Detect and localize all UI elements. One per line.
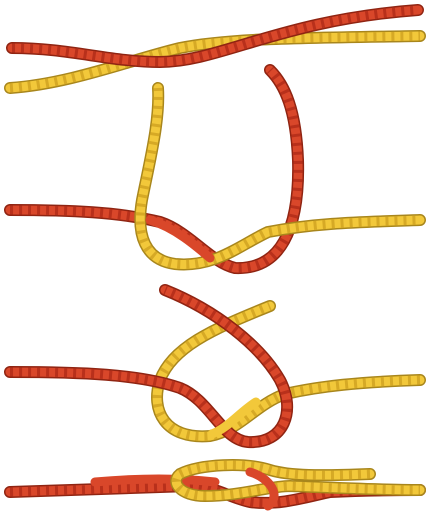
step-2-loops-interlocked — [10, 70, 420, 268]
red-rope-end — [95, 479, 215, 482]
step-1-ropes-crossed — [10, 10, 420, 88]
step-4-knot-tightened — [10, 465, 420, 506]
yellow-rope-body — [10, 36, 420, 88]
step-3-ends-wrapped — [10, 290, 420, 442]
